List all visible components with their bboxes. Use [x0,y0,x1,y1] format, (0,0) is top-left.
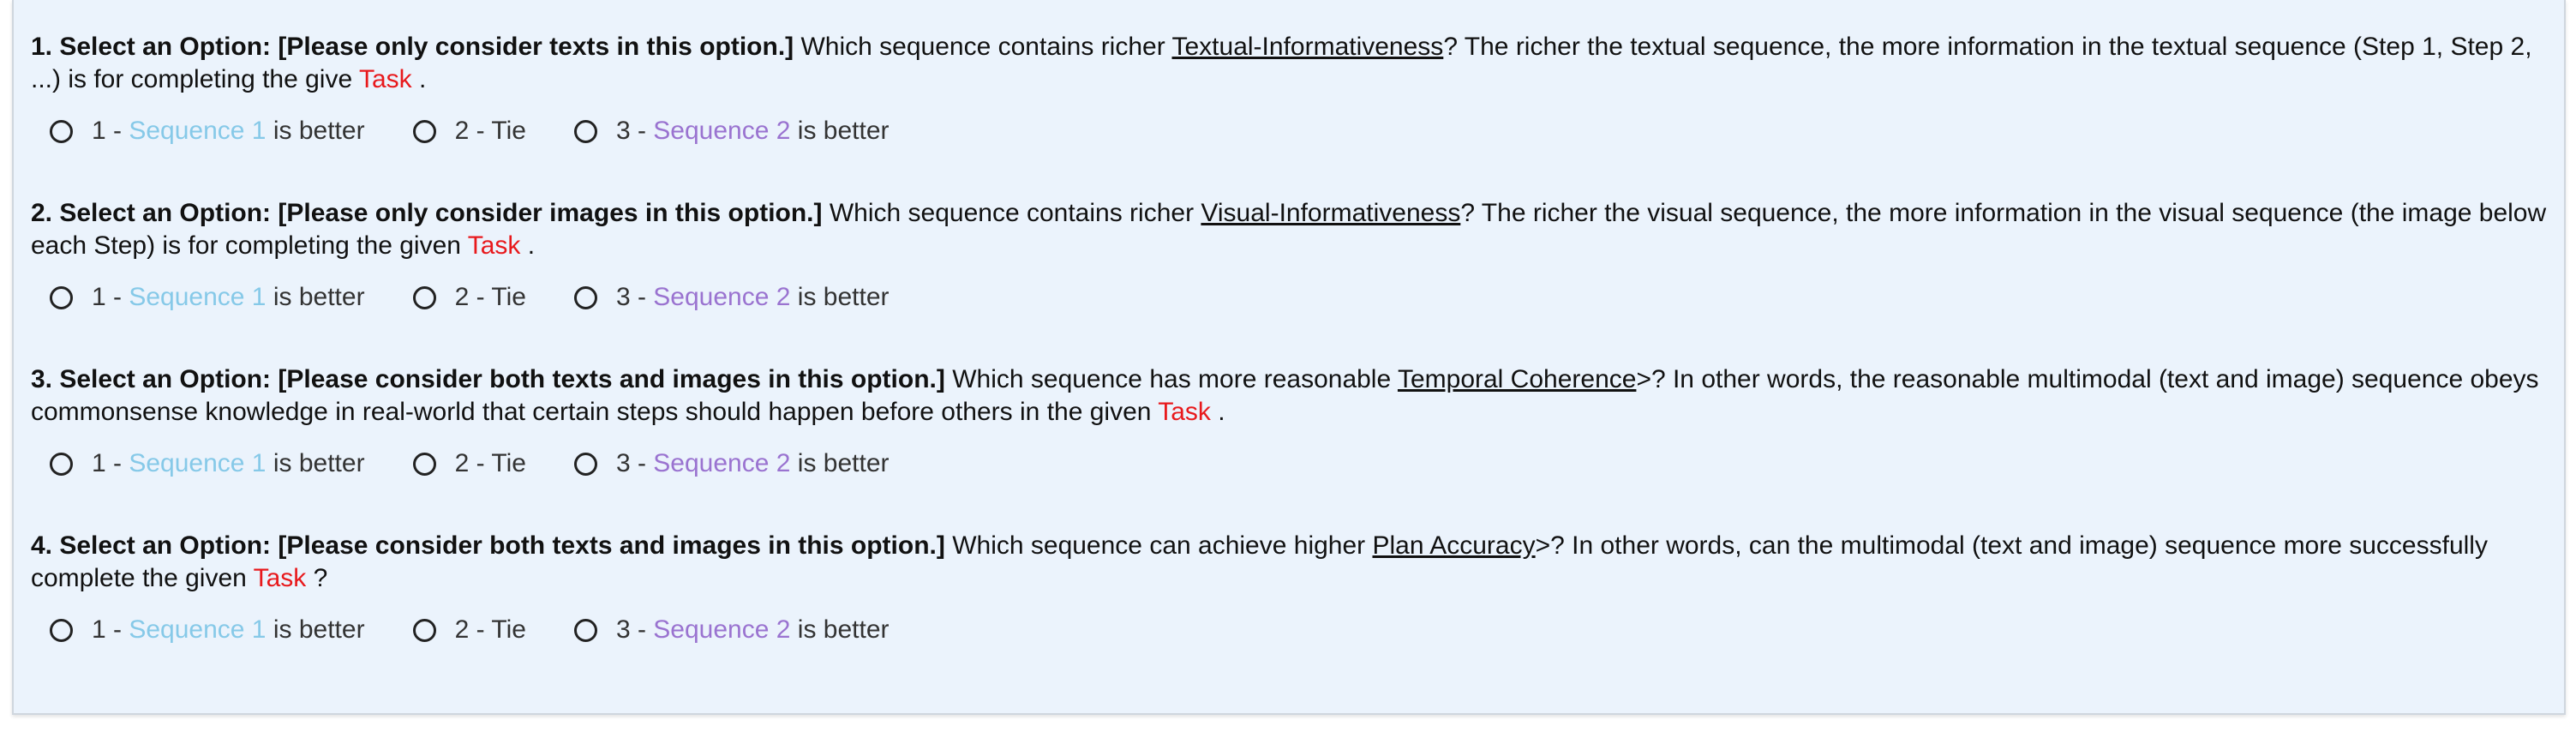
question-1-options: 1 - Sequence 1 is better 2 - Tie 3 - Seq… [50,117,2550,146]
option-suffix: is better [797,449,890,477]
question-2-text: 2. Select an Option: [Please only consid… [31,197,2550,262]
question-3-text: 3. Select an Option: [Please consider bo… [31,363,2550,429]
option-suffix: is better [797,615,890,644]
option-prefix: 1 - [92,283,123,311]
question-1-end: . [411,65,427,93]
question-2: 2. Select an Option: [Please only consid… [31,197,2550,312]
question-4-options: 1 - Sequence 1 is better 2 - Tie 3 - Seq… [50,615,2550,645]
q1-option-1[interactable]: 1 - Sequence 1 is better [50,117,365,146]
option-suffix: is better [273,449,365,477]
question-4-text: 4. Select an Option: [Please consider bo… [31,530,2550,595]
q1-option-3[interactable]: 3 - Sequence 2 is better [573,117,890,146]
option-tie-label: 2 - Tie [454,117,526,145]
q4-option-2[interactable]: 2 - Tie [412,615,526,645]
option-prefix: 3 - [615,449,646,477]
question-4-post: >? In other words, can the multimodal (t… [31,531,2488,592]
sequence-2-label: Sequence 2 [653,283,791,311]
question-3-keyword: Temporal Coherence [1397,365,1637,393]
option-suffix: is better [273,283,365,311]
question-3-options: 1 - Sequence 1 is better 2 - Tie 3 - Seq… [50,449,2550,478]
question-3-end: . [1210,398,1225,426]
question-4: 4. Select an Option: [Please consider bo… [31,530,2550,645]
question-2-title: 2. Select an Option: [Please only consid… [31,199,823,227]
question-1-pre: Which sequence contains richer [794,33,1172,61]
q4-option-2-radio[interactable] [412,618,436,642]
option-prefix: 3 - [615,283,646,311]
question-1-text: 1. Select an Option: [Please only consid… [31,31,2550,96]
q2-option-2-radio[interactable] [412,285,436,309]
question-1-post: ? The richer the textual sequence, the m… [31,33,2532,93]
question-3: 3. Select an Option: [Please consider bo… [31,363,2550,478]
q2-option-1-radio[interactable] [50,285,73,309]
q3-option-3-radio[interactable] [573,452,597,476]
sequence-1-label: Sequence 1 [129,615,267,644]
option-suffix: is better [797,117,890,145]
question-4-keyword: Plan Accuracy [1372,531,1536,560]
option-tie-label: 2 - Tie [454,283,526,311]
sequence-1-label: Sequence 1 [129,283,267,311]
q1-option-1-radio[interactable] [50,119,73,143]
option-prefix: 3 - [615,117,646,145]
q1-option-2-radio[interactable] [412,119,436,143]
q4-option-3[interactable]: 3 - Sequence 2 is better [573,615,890,645]
option-prefix: 3 - [615,615,646,644]
option-suffix: is better [797,283,890,311]
question-2-task: Task [467,231,521,260]
q3-option-2-radio[interactable] [412,452,436,476]
option-tie-label: 2 - Tie [454,615,526,644]
question-4-task: Task [253,564,307,592]
option-prefix: 1 - [92,117,123,145]
option-tie-label: 2 - Tie [454,449,526,477]
question-2-options: 1 - Sequence 1 is better 2 - Tie 3 - Seq… [50,283,2550,312]
q4-option-3-radio[interactable] [573,618,597,642]
questions-panel: 1. Select an Option: [Please only consid… [12,0,2566,715]
question-3-task: Task [1158,398,1211,426]
option-prefix: 1 - [92,615,123,644]
q3-option-3[interactable]: 3 - Sequence 2 is better [573,449,890,478]
q2-option-2[interactable]: 2 - Tie [412,283,526,312]
question-3-pre: Which sequence has more reasonable [944,365,1398,393]
q3-option-1[interactable]: 1 - Sequence 1 is better [50,449,365,478]
q1-option-2[interactable]: 2 - Tie [412,117,526,146]
question-1-keyword: Textual-Informativeness [1171,33,1444,61]
question-4-title: 4. Select an Option: [Please consider bo… [31,531,945,560]
question-1-title: 1. Select an Option: [Please only consid… [31,33,794,61]
question-4-end: ? [306,564,328,592]
q4-option-1[interactable]: 1 - Sequence 1 is better [50,615,365,645]
question-1-task: Task [358,65,412,93]
question-3-post: >? In other words, the reasonable multim… [31,365,2539,426]
sequence-2-label: Sequence 2 [653,615,791,644]
q2-option-1[interactable]: 1 - Sequence 1 is better [50,283,365,312]
question-2-keyword: Visual-Informativeness [1201,199,1461,227]
question-2-end: . [520,231,536,260]
q3-option-1-radio[interactable] [50,452,73,476]
q2-option-3[interactable]: 3 - Sequence 2 is better [573,283,890,312]
question-1: 1. Select an Option: [Please only consid… [31,31,2550,146]
option-suffix: is better [273,615,365,644]
question-2-pre: Which sequence contains richer [822,199,1201,227]
sequence-1-label: Sequence 1 [129,117,267,145]
question-3-title: 3. Select an Option: [Please consider bo… [31,365,945,393]
question-4-pre: Which sequence can achieve higher [944,531,1373,560]
sequence-2-label: Sequence 2 [653,117,791,145]
q1-option-3-radio[interactable] [573,119,597,143]
q4-option-1-radio[interactable] [50,618,73,642]
option-prefix: 1 - [92,449,123,477]
q3-option-2[interactable]: 2 - Tie [412,449,526,478]
q2-option-3-radio[interactable] [573,285,597,309]
sequence-2-label: Sequence 2 [653,449,791,477]
question-2-post: ? The richer the visual sequence, the mo… [31,199,2547,260]
sequence-1-label: Sequence 1 [129,449,267,477]
option-suffix: is better [273,117,365,145]
